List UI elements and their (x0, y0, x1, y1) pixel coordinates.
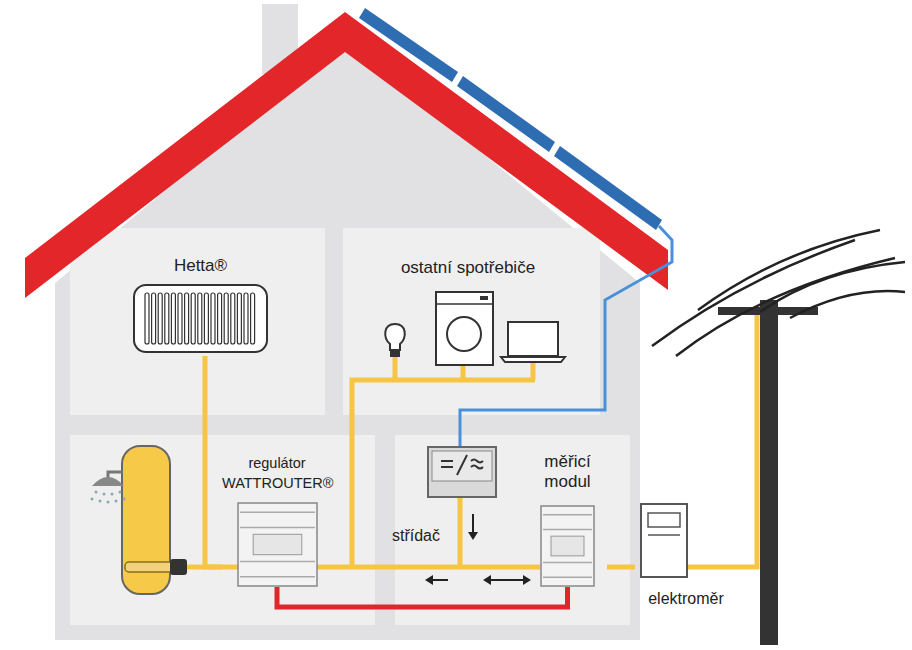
room (70, 435, 375, 625)
node-label: měřicí modul (528, 452, 607, 492)
regulator-device (237, 502, 318, 587)
appliance-group: ostatní spotřebiče (368, 258, 568, 366)
control-cable (277, 587, 568, 607)
inverter-symbol (427, 446, 497, 498)
power-pole (652, 230, 905, 645)
meter-module-device (540, 505, 595, 587)
solar-panels (359, 8, 662, 230)
node-label: regulátor WATTROUTER® (222, 453, 332, 493)
power-wire (607, 567, 635, 568)
meter-symbol (640, 503, 688, 578)
node-label: Hetta® (128, 256, 273, 276)
room (343, 228, 600, 415)
power-wire (205, 356, 222, 567)
node-label: elektroměr (635, 589, 737, 609)
meter-module-unit: měřicí modul (528, 452, 607, 587)
roof (25, 12, 668, 298)
regulator-unit: regulátor WATTROUTER® (222, 453, 332, 587)
inverter-unit: střídač (392, 446, 510, 546)
node-label: střídač (392, 526, 462, 546)
radiator-symbol (133, 284, 268, 353)
room (70, 228, 325, 415)
flow-arrows (425, 514, 531, 585)
appliance-icons (368, 286, 568, 366)
house-wall (55, 40, 640, 640)
water-heater (91, 446, 188, 594)
shower-drops (91, 491, 126, 504)
radiator-unit: Hetta® (128, 256, 273, 356)
node-label: ostatní spotřebiče (368, 258, 568, 278)
electricity-meter-unit: elektroměr (635, 503, 737, 613)
